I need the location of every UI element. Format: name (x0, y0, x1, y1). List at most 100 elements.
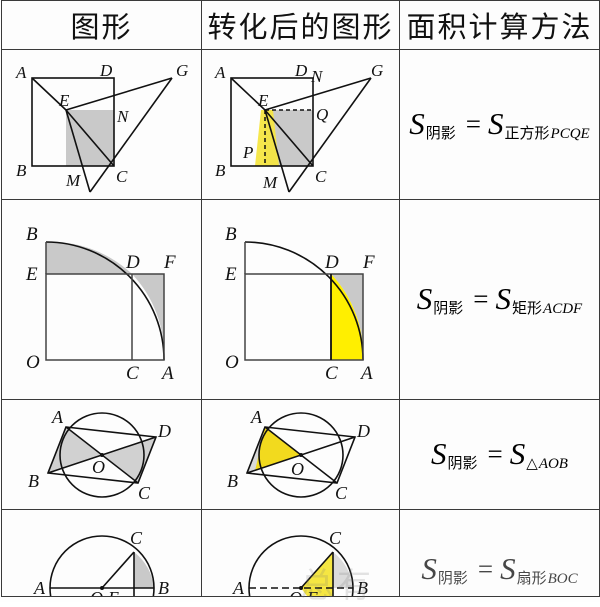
line-ae (229, 76, 266, 111)
label-g: G (371, 61, 383, 80)
label-a: A (250, 407, 263, 427)
table-header-row: 图形 转化后的图形 面积计算方法 (1, 0, 600, 50)
area-formula-1: S阴影 = S正方形PCQE (400, 106, 599, 143)
rect-oefa (44, 272, 165, 361)
label-b: B (225, 224, 237, 245)
label-d: D (99, 61, 113, 80)
header-cell-original: 图形 (1, 0, 202, 50)
diagram-circle-sector-original: C A B O E (2, 510, 201, 596)
formula-lhs: S阴影 (421, 551, 468, 588)
label-m: M (65, 171, 81, 190)
formula-rhs: S正方形PCQE (488, 106, 590, 143)
label-o: O (225, 352, 239, 373)
shaded-region-right (330, 273, 363, 360)
formula-equals: = (473, 284, 489, 314)
formula-rhs-symbol: S (500, 550, 516, 586)
label-b: B (227, 471, 238, 491)
label-b: B (158, 578, 169, 596)
formula-rhs-subscript-points: ACDF (543, 301, 583, 317)
label-n: N (310, 67, 324, 86)
label-a: A (232, 578, 245, 596)
header-transformed-figure: 转化后的图形 (207, 12, 394, 44)
label-a: A (160, 363, 174, 384)
header-cell-method: 面积计算方法 (399, 0, 600, 50)
highlight-region (254, 426, 301, 471)
label-g: G (176, 61, 188, 80)
label-d: D (125, 252, 140, 273)
line-eg (264, 76, 371, 111)
area-formula-4: S阴影 = S扇形BOC (400, 551, 599, 588)
formula-rhs-subscript-points: PCQE (550, 126, 590, 142)
label-e: E (58, 91, 70, 110)
formula-lhs: S阴影 (409, 106, 456, 143)
formula-rhs-symbol: S (488, 106, 504, 141)
label-a: A (33, 578, 46, 596)
figure-cell-original-2: B E D F O C A (1, 199, 202, 400)
label-d: D (324, 252, 339, 273)
radius-oc (100, 551, 135, 589)
formula-lhs-symbol: S (409, 106, 425, 141)
point-o-dot (99, 586, 104, 590)
label-o: O (26, 352, 40, 373)
label-c: C (130, 528, 143, 548)
formula-cell-1: S阴影 = S正方形PCQE (399, 49, 600, 200)
label-f: F (163, 252, 176, 273)
diagram-rect-acdf-transformed: B E D F O C A (202, 202, 399, 398)
label-a: A (15, 63, 27, 82)
line-eg (65, 76, 172, 111)
label-d: D (157, 421, 171, 441)
label-b: B (357, 578, 368, 596)
arc-ba (244, 240, 364, 360)
formula-rhs-subscript-cn: △ (526, 456, 538, 472)
square-abcd (30, 76, 115, 167)
header-area-method: 面积计算方法 (406, 12, 593, 44)
formula-equals: = (487, 439, 503, 469)
label-n: N (116, 107, 130, 126)
line-ec (64, 108, 115, 167)
formula-lhs-symbol: S (431, 436, 447, 471)
shaded-region-right (131, 273, 164, 360)
figure-cell-transformed-4: C A B O E (201, 509, 400, 597)
formula-rhs-symbol: S (509, 436, 526, 471)
figure-cell-transformed-1: A D N G E Q P B M C (201, 49, 400, 200)
formula-equals: = (477, 553, 494, 584)
highlight-region (330, 273, 363, 360)
table-row: A D B O C (1, 399, 600, 510)
square-abcd (229, 76, 314, 167)
area-formula-2: S阴影 = S矩形ACDF (400, 281, 599, 318)
formula-rhs-subscript-points: AOB (538, 456, 568, 472)
figure-cell-original-4: C A B O E (1, 509, 202, 597)
figure-cell-original-3: A D B O C (1, 399, 202, 510)
formula-rhs-subscript-cn: 矩形 (512, 301, 543, 317)
formula-rhs-symbol: S (495, 281, 512, 316)
area-formula-3: S阴影 = S△AOB (400, 436, 599, 473)
formula-lhs: S阴影 (431, 436, 478, 473)
figure-cell-original-1: A D G E N B M C (1, 49, 202, 200)
line-mg (287, 77, 372, 192)
label-a: A (359, 363, 373, 384)
formula-rhs: S矩形ACDF (496, 281, 583, 318)
formula-lhs-symbol: S (416, 281, 433, 316)
formula-cell-2: S阴影 = S矩形ACDF (399, 199, 600, 400)
formula-rhs-subscript-cn: 正方形 (504, 126, 550, 142)
diagram-square-pcqe-transformed: A D N G E Q P B M C (202, 52, 399, 198)
diagram-parallelogram-circle-original: A D B O C (2, 401, 201, 509)
label-c: C (325, 363, 338, 384)
label-o: O (92, 457, 105, 477)
formula-rhs-subscript-cn: 扇形 (516, 570, 547, 587)
arc-ba (45, 240, 165, 360)
formula-cell-3: S阴影 = S△AOB (399, 399, 600, 510)
highlight-region (254, 109, 279, 166)
table-row: A D G E N B M C (1, 49, 600, 200)
shaded-region (133, 552, 154, 588)
formula-lhs-subscript: 阴影 (437, 570, 468, 587)
line-e-down (64, 109, 91, 192)
label-m: M (262, 173, 278, 192)
figure-cell-transformed-3: A D B O C (201, 399, 400, 510)
circle-o (257, 411, 344, 498)
label-c: C (335, 483, 348, 503)
point-o-dot (298, 586, 303, 590)
formula-rhs-subscript-points: BOC (547, 570, 578, 587)
point-o-dot (298, 452, 303, 457)
